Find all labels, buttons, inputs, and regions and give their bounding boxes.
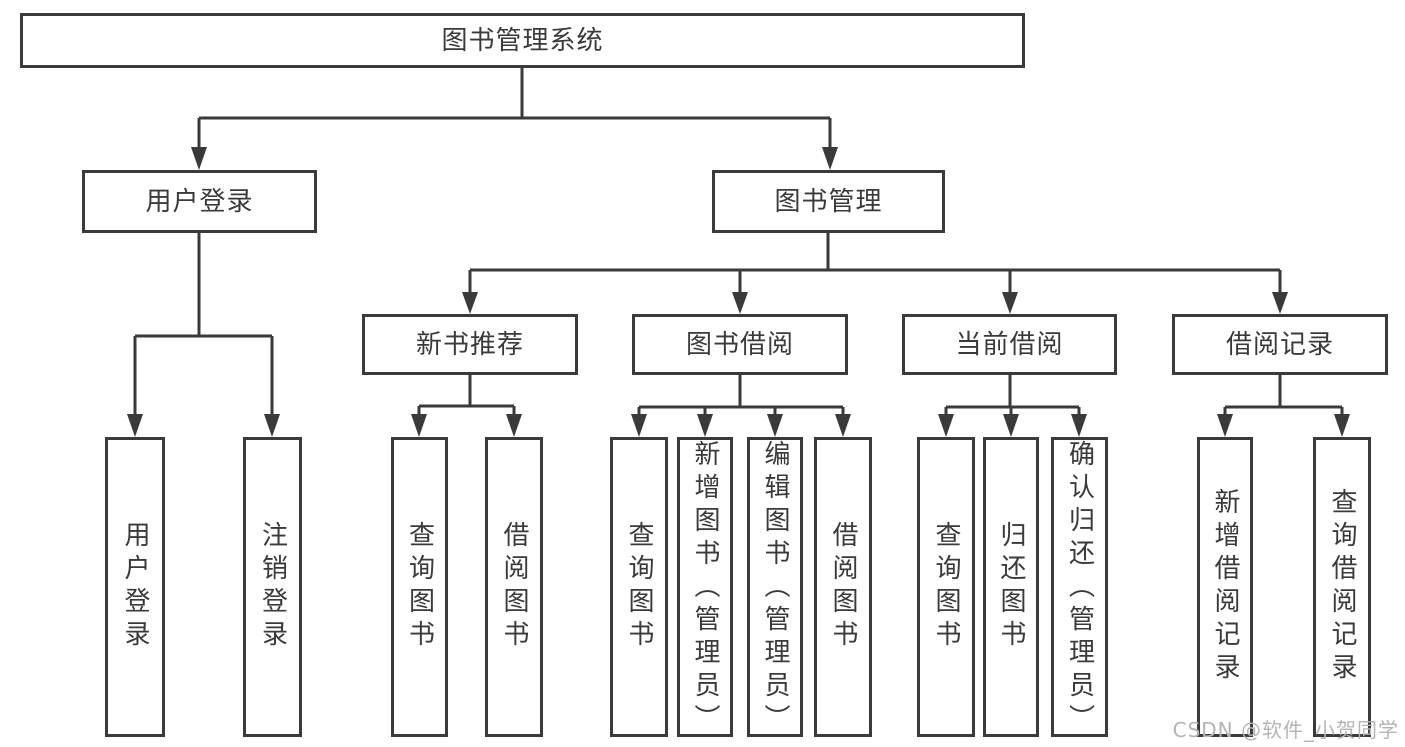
leaf-add-books-admin-label: 新增图书（管理员）: [690, 440, 720, 737]
leaf-confirm-return-admin-label: 确认归还（管理员）: [1064, 440, 1095, 737]
leaf-user-login-label: 用户登录: [120, 521, 150, 653]
arrowhead: [506, 414, 522, 437]
node-book-management: 图书管理: [712, 170, 945, 233]
edges-book-management-to-level3: [462, 232, 1288, 314]
leaf-add-borrow-record: 新增借阅记录: [1197, 437, 1253, 737]
node-current-borrow: 当前借阅: [902, 314, 1117, 375]
edges-new-book-recommend-to-leaves: [411, 375, 522, 437]
watermark: CSDN @软件_小贺同学: [1172, 718, 1399, 742]
leaf-add-borrow-record-label: 新增借阅记录: [1210, 488, 1240, 686]
arrowhead: [127, 414, 143, 437]
node-borrow-records-label: 借阅记录: [1225, 329, 1334, 360]
leaf-query-borrow-record: 查询借阅记录: [1313, 437, 1371, 737]
arrowhead: [462, 292, 478, 314]
node-book-management-label: 图书管理: [774, 186, 883, 217]
leaf-return-books: 归还图书: [983, 437, 1039, 737]
arrowhead: [767, 414, 783, 437]
edges-user-login-to-leaves: [127, 233, 280, 437]
arrowhead: [1002, 292, 1018, 314]
arrowhead: [1272, 292, 1288, 314]
arrowhead: [1217, 414, 1233, 437]
arrowhead: [822, 147, 838, 170]
leaf-add-books-admin: 新增图书（管理员）: [677, 437, 733, 737]
arrowhead: [1003, 414, 1019, 437]
arrowhead: [411, 414, 427, 437]
leaf-borrow-books-label: 借阅图书: [828, 521, 858, 653]
arrowhead: [191, 147, 207, 170]
node-current-borrow-label: 当前借阅: [955, 329, 1064, 360]
leaf-user-login: 用户登录: [105, 437, 165, 737]
leaf-query-books-recommend: 查询图书: [391, 437, 448, 737]
leaf-confirm-return-admin: 确认归还（管理员）: [1051, 437, 1108, 737]
leaf-logout: 注销登录: [243, 437, 302, 737]
node-user-login: 用户登录: [82, 170, 317, 233]
leaf-logout-label: 注销登录: [257, 521, 288, 653]
leaf-query-books-recommend-label: 查询图书: [404, 521, 435, 653]
arrowhead: [732, 292, 748, 314]
edges-book-borrow-to-leaves: [631, 375, 851, 437]
arrowhead: [631, 414, 647, 437]
leaf-edit-books-admin: 编辑图书（管理员）: [747, 437, 803, 737]
arrowhead: [835, 414, 851, 437]
leaf-query-books-borrow: 查询图书: [610, 437, 668, 737]
node-book-borrow: 图书借阅: [632, 314, 848, 375]
edges-borrow-records-to-leaves: [1217, 375, 1350, 437]
node-user-login-label: 用户登录: [145, 186, 254, 217]
leaf-borrow-books-recommend: 借阅图书: [485, 437, 543, 737]
leaf-query-books-borrow-label: 查询图书: [624, 521, 654, 653]
arrowhead: [1071, 414, 1087, 437]
edges-current-borrow-to-leaves: [938, 375, 1087, 437]
leaf-return-books-label: 归还图书: [996, 521, 1026, 653]
node-new-book-recommend-label: 新书推荐: [415, 329, 524, 360]
leaf-query-books-current-label: 查询图书: [931, 521, 961, 653]
node-book-borrow-label: 图书借阅: [685, 329, 794, 360]
leaf-edit-books-admin-label: 编辑图书（管理员）: [760, 440, 790, 737]
leaf-query-borrow-record-label: 查询借阅记录: [1327, 488, 1357, 686]
node-root-label: 图书管理系统: [441, 25, 604, 56]
node-root: 图书管理系统: [20, 13, 1025, 68]
node-new-book-recommend: 新书推荐: [362, 314, 578, 375]
arrowhead: [697, 414, 713, 437]
leaf-query-books-current: 查询图书: [917, 437, 975, 737]
node-borrow-records: 借阅记录: [1172, 314, 1388, 375]
arrowhead: [938, 414, 954, 437]
leaf-borrow-books-recommend-label: 借阅图书: [499, 521, 529, 653]
arrowhead: [1334, 414, 1350, 437]
arrowhead: [264, 414, 280, 437]
edges-root-to-level2: [191, 68, 838, 170]
leaf-borrow-books: 借阅图书: [814, 437, 872, 737]
